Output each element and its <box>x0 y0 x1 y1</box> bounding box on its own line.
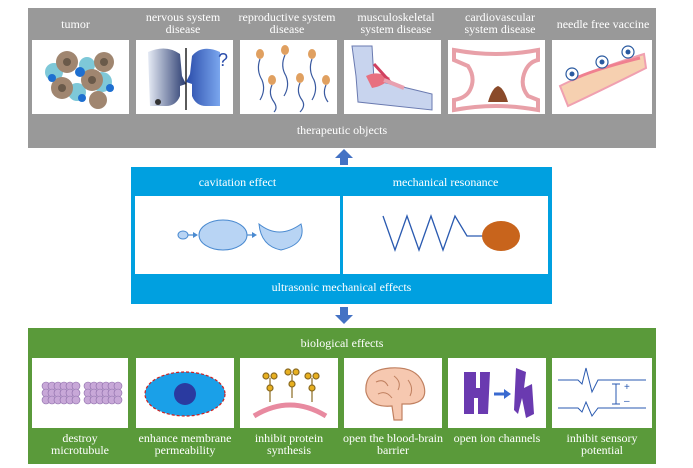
mechanical-resonance-title: mechanical resonance <box>392 175 499 189</box>
label-musculoskeletal-system-disease: musculoskeletal system disease <box>357 10 435 36</box>
label-open-blood-brain-barrier: open the blood-brain barrier <box>343 431 443 457</box>
brain-image <box>344 358 442 428</box>
label-enhance-membrane-permeability: enhance membrane permeability <box>138 431 232 457</box>
tumor-image <box>32 40 129 114</box>
cavitation-effect-image <box>135 196 340 274</box>
label-inhibit-protein-synthesis: inhibit protein synthesis <box>254 431 324 457</box>
label-nervous-system-disease: nervous system disease <box>145 10 221 36</box>
svg-text:?: ? <box>218 50 228 70</box>
label-reproductive-system-disease: reproductive system disease <box>238 10 336 36</box>
svg-text:–: – <box>624 396 630 407</box>
mechanical-resonance-image <box>343 196 548 274</box>
label-tumor: tumor <box>61 17 90 31</box>
ultrasonic-mechanical-effects-panel: cavitation effect mechanical resonance u… <box>131 167 552 304</box>
ultrasonic-mechanical-effects-caption: ultrasonic mechanical effects <box>271 280 412 294</box>
musculoskeletal-image <box>344 40 441 114</box>
label-needle-free-vaccine: needle free vaccine <box>556 17 650 31</box>
biological-effects-title: biological effects <box>300 336 384 350</box>
microtubule-image <box>32 358 128 428</box>
biological-effects-panel: biological effects <box>28 328 656 464</box>
cardiovascular-image <box>448 40 545 114</box>
label-inhibit-sensory-potential: inhibit sensory potential <box>566 431 638 457</box>
sensory-potential-image: + – <box>552 358 652 428</box>
up-arrow-icon <box>335 149 353 165</box>
label-destroy-microtubule: destroy microtubule <box>51 431 109 457</box>
reproductive-system-image <box>240 40 337 114</box>
vaccine-image <box>552 40 652 114</box>
label-open-ion-channels: open ion channels <box>453 431 541 445</box>
protein-synthesis-image <box>240 358 338 428</box>
therapeutic-objects-panel: tumor nervous system disease reproductiv… <box>28 8 656 148</box>
ion-channel-image <box>448 358 546 428</box>
therapeutic-objects-caption: therapeutic objects <box>296 123 388 137</box>
nervous-system-image: ? <box>136 40 233 114</box>
svg-text:+: + <box>624 382 630 393</box>
label-cardiovascular-system-disease: cardiovascular system disease <box>464 10 536 36</box>
down-arrow-icon <box>335 307 353 324</box>
cavitation-effect-title: cavitation effect <box>198 175 277 189</box>
membrane-image <box>136 358 234 428</box>
